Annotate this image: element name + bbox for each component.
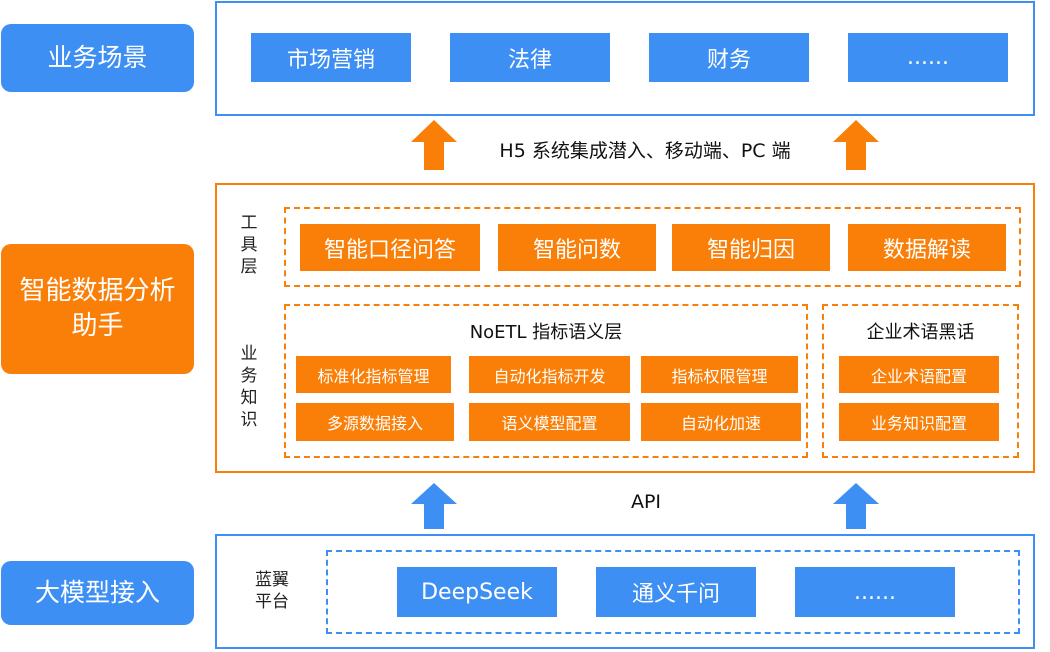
llm-item-more: ...... <box>795 567 955 617</box>
noetl-title: NoETL 指标语义层 <box>469 322 623 343</box>
assistant-label: 智能数据分析助手 <box>1 244 194 374</box>
noetl-item: 多源数据接入 <box>296 403 454 441</box>
scenario-item-marketing: 市场营销 <box>251 33 411 82</box>
assistant-frame <box>215 183 1035 473</box>
api-caption: API <box>630 491 662 513</box>
orange-up-arrow-icon <box>833 120 879 170</box>
llm-item-tongyi: 通义千问 <box>596 567 756 617</box>
glossary-item: 业务知识配置 <box>839 403 999 441</box>
tool-smart-query: 智能问数 <box>498 224 656 271</box>
llm-label: 大模型接入 <box>1 561 194 625</box>
tool-layer-label: 工具层 <box>240 213 258 278</box>
tool-attribution: 智能归因 <box>672 224 830 271</box>
noetl-item: 自动化指标开发 <box>469 356 630 393</box>
glossary-frame <box>822 304 1019 458</box>
tool-data-interpretation: 数据解读 <box>848 224 1006 271</box>
tool-layer-frame <box>284 207 1021 287</box>
knowledge-label: 业务知识 <box>240 344 258 431</box>
platform-label: 蓝翼平台 <box>255 570 289 613</box>
llm-frame <box>215 534 1035 649</box>
llm-item-deepseek: DeepSeek <box>397 567 557 617</box>
blue-up-arrow-icon <box>833 483 879 529</box>
noetl-item: 自动化加速 <box>641 403 801 441</box>
noetl-item: 语义模型配置 <box>469 403 630 441</box>
scenario-item-finance: 财务 <box>649 33 809 82</box>
platform-frame <box>326 550 1020 634</box>
glossary-title: 企业术语黑话 <box>866 322 975 343</box>
orange-up-arrow-icon <box>411 120 457 170</box>
scenario-item-legal: 法律 <box>450 33 610 82</box>
noetl-item: 标准化指标管理 <box>296 356 451 393</box>
noetl-frame <box>284 304 808 458</box>
tool-caliber-qa: 智能口径问答 <box>300 224 480 271</box>
blue-up-arrow-icon <box>411 483 457 529</box>
scenario-label: 业务场景 <box>1 24 194 92</box>
noetl-item: 指标权限管理 <box>641 356 798 393</box>
glossary-item: 企业术语配置 <box>839 356 999 393</box>
scenario-item-more: ...... <box>848 33 1008 82</box>
scenario-frame <box>215 1 1035 116</box>
integration-caption: H5 系统集成潜入、移动端、PC 端 <box>499 140 791 162</box>
